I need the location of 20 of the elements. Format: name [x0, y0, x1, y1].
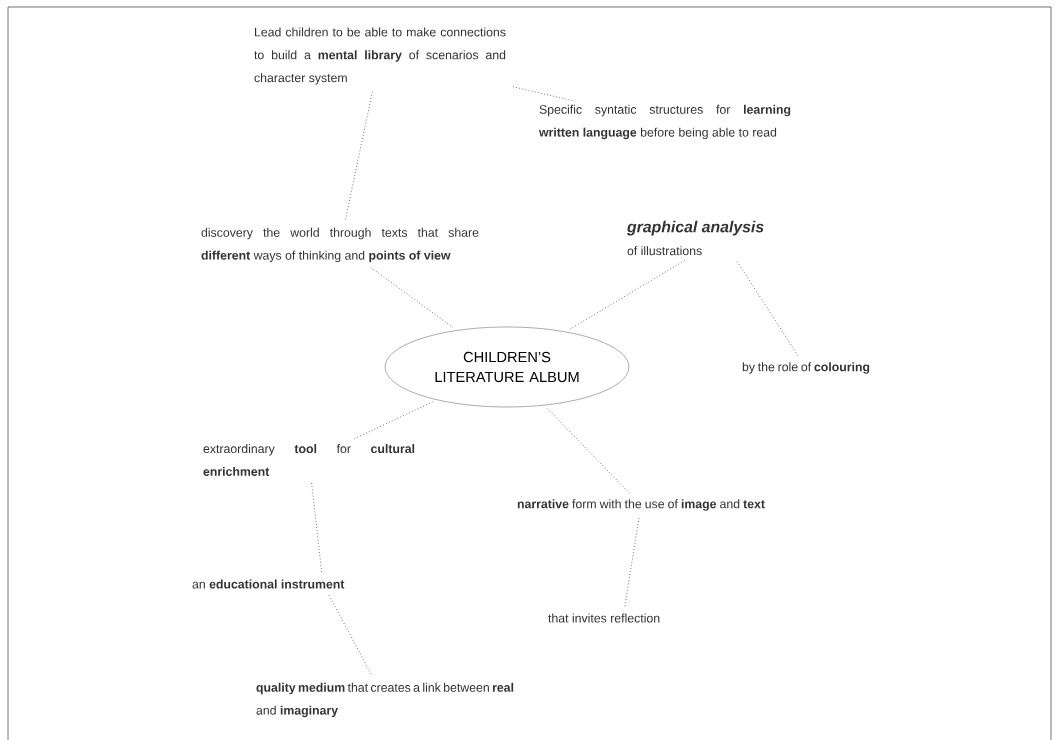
connector-line — [311, 482, 323, 573]
connector-line — [370, 267, 454, 328]
connector-line — [352, 401, 433, 440]
idea-text: graphical analysis of illustrations — [626, 220, 764, 256]
connector-line — [624, 517, 640, 607]
idea-text: Lead children to be able to make connections to build a mental library of scenarios and character system — [254, 27, 506, 85]
connector-line — [569, 259, 686, 330]
connector-line — [547, 408, 631, 494]
idea-text: extraordinary tool for cultural enrichment — [203, 444, 415, 476]
idea-text: that invites reflection — [548, 613, 660, 623]
connector-line — [736, 261, 799, 357]
idea-text: discovery the world through texts that share different ways of thinking and points of view — [201, 227, 479, 263]
idea-text: quality medium that creates a link between real and imaginary — [256, 682, 514, 718]
idea-text: narrative form with the use of image and text — [517, 499, 765, 511]
idea-text: Specific syntatic structures for learning written language before being able to read — [538, 104, 791, 140]
idea-text: an educational instrument — [192, 579, 345, 589]
connector-line — [344, 91, 373, 222]
connector-line — [512, 86, 576, 102]
connector-line — [328, 594, 373, 677]
idea-text: by the role of colouring — [742, 362, 870, 374]
